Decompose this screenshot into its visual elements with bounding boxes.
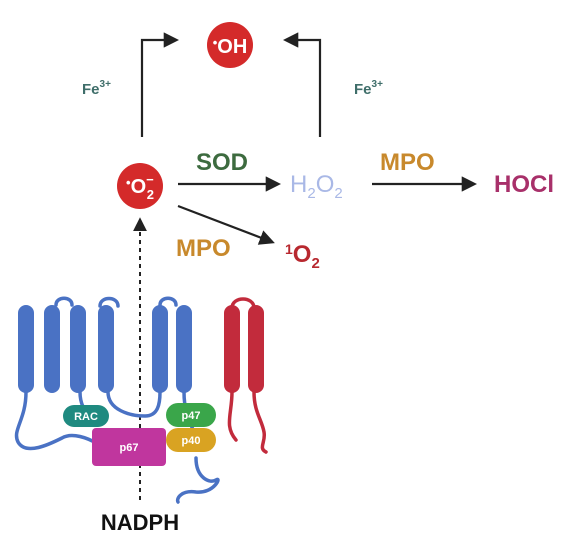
p40-label: p40	[182, 435, 201, 447]
mpo-label-bottom: MPO	[176, 235, 231, 262]
p67-subunit	[92, 428, 166, 466]
nadph-label: NADPH	[101, 510, 179, 535]
arrow-superoxide-to-singlet-oxygen	[177, 204, 275, 245]
rac-label: RAC	[74, 411, 98, 423]
arrow-superoxide-to-hydroxyl	[140, 32, 180, 137]
superoxide-radical-circle	[117, 163, 163, 209]
p47-subunit	[166, 403, 216, 427]
superoxide-radical-label: •O−2	[126, 172, 154, 202]
blue-helix-4	[98, 305, 114, 393]
fe-label-right: Fe3+	[354, 79, 383, 98]
hocl-label: HOCl	[494, 171, 554, 198]
p47-label: p47	[182, 410, 201, 422]
hydroxyl-radical-circle	[207, 22, 253, 68]
red-helix-2	[248, 305, 264, 393]
nadph-oxidase-membrane: RAC p67 p47 p40	[14, 296, 268, 504]
sod-label: SOD	[196, 149, 248, 176]
blue-helix-2	[44, 305, 60, 393]
fe-label-left: Fe3+	[82, 79, 111, 98]
red-helix-1	[224, 305, 240, 393]
blue-helix-6	[176, 305, 192, 393]
blue-helix-3	[70, 305, 86, 393]
arrow-h2o2-to-hydroxyl	[282, 32, 322, 137]
superoxide-radical: •O−2	[117, 163, 163, 209]
p40-subunit	[166, 428, 216, 452]
blue-helix-5	[152, 305, 168, 393]
hydroxyl-radical: •OH	[207, 22, 253, 68]
hydroxyl-radical-label: •OH	[213, 35, 248, 58]
p67-label: p67	[120, 442, 139, 454]
rac-subunit	[63, 405, 109, 427]
mpo-label-top: MPO	[380, 149, 435, 176]
blue-helix-1	[18, 305, 34, 393]
h2o2-label: H2O2	[290, 171, 343, 202]
singlet-oxygen-label: 1O2	[285, 241, 320, 272]
